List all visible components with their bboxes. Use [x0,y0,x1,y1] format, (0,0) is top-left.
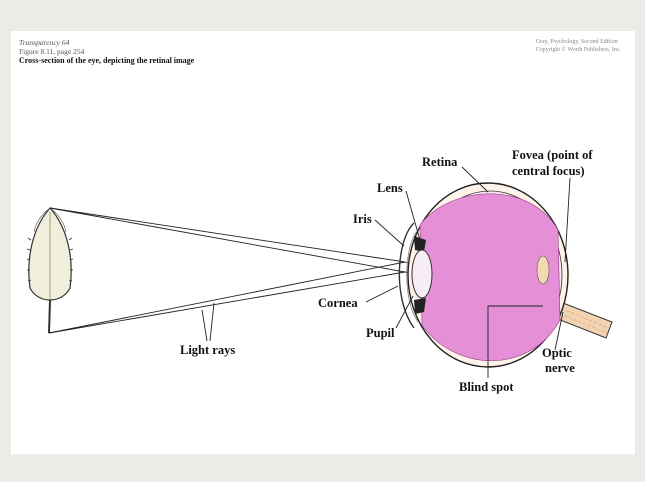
figure-reference: Figure 8.11, page 254 [19,47,85,56]
label-optic-line2: nerve [545,361,575,375]
book-title: Gray, Psychology, Second Edition [535,39,618,45]
label-pupil: Pupil [366,326,395,340]
label-light-rays: Light rays [180,343,235,357]
label-iris: Iris [353,212,372,226]
label-lens: Lens [377,181,403,195]
leader-lines [201,166,571,378]
lens-shape [411,249,433,299]
label-blind-spot: Blind spot [459,380,514,394]
leaf-object [26,207,74,334]
label-cornea: Cornea [318,296,358,310]
label-fovea-line1: Fovea (point of [512,148,593,162]
figure-caption: Cross-section of the eye, depicting the … [19,56,195,65]
label-optic-line1: Optic [542,346,572,360]
fovea-spot [536,255,550,285]
transparency-number: Transparency 64 [19,38,70,47]
label-fovea-line2: central focus) [512,164,585,178]
vitreous-chamber [419,193,561,362]
cornea-shape [398,222,415,329]
figure-header: Transparency 64 Figure 8.11, page 254 Cr… [19,38,194,65]
iris-shape [414,236,426,314]
eyeball [407,182,569,368]
copyright-notice: Copyright © Worth Publishers, Inc. [535,47,621,53]
publisher-credit: Gray, Psychology, Second Edition Copyrig… [536,38,621,54]
label-retina: Retina [422,155,458,169]
